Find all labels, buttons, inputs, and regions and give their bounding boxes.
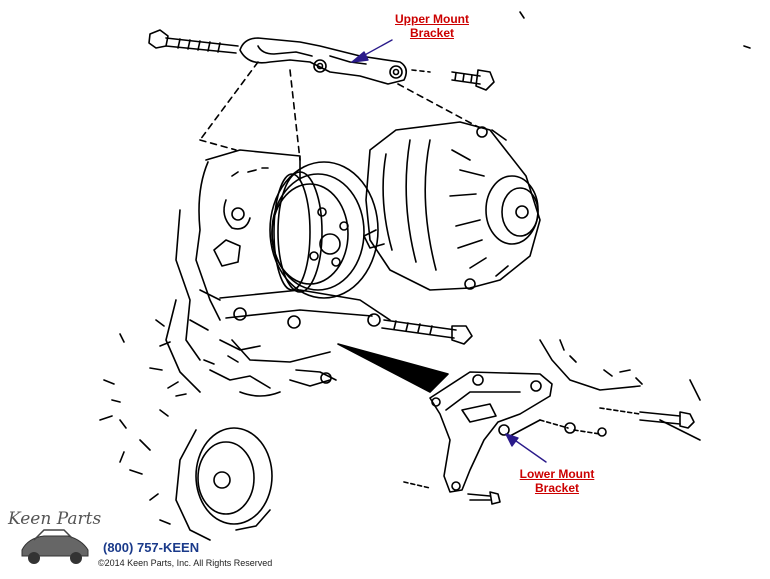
lower-mount-label-line1: Lower Mount (519, 467, 595, 481)
upper-right-bolt (411, 69, 495, 91)
lower-mount-bracket (429, 371, 553, 493)
keen-parts-logo: Keen Parts (7, 509, 101, 564)
upper-mount-bracket (239, 37, 408, 85)
logo-text: Keen Parts (7, 509, 101, 529)
direction-arrow (337, 343, 449, 393)
copyright-notice: ©2014 Keen Parts, Inc. All Rights Reserv… (98, 558, 273, 568)
lower-mount-bracket-label[interactable]: Lower Mount Bracket (505, 467, 609, 495)
sketch-marks (119, 11, 751, 343)
middle-bolt (381, 319, 473, 345)
upper-left-bolt (148, 29, 239, 54)
alternator (363, 121, 541, 291)
crank-pulley (269, 161, 379, 299)
phone-number[interactable]: (800) 757-KEEN (103, 540, 200, 555)
upper-callout-arrow (351, 39, 393, 63)
front-engine-cover (203, 289, 391, 384)
lower-mount-label-line2: Bracket (534, 481, 580, 495)
upper-mount-bracket-label[interactable]: Upper Mount Bracket (380, 12, 484, 40)
upper-mount-label-line2: Bracket (409, 26, 455, 40)
water-pump-pulley (99, 379, 273, 541)
engine-detail-right (539, 339, 701, 441)
lower-callout-arrow (505, 433, 547, 463)
lower-bolts (403, 407, 695, 505)
alignment-lines (199, 61, 481, 161)
upper-mount-label-line1: Upper Mount (395, 12, 469, 26)
